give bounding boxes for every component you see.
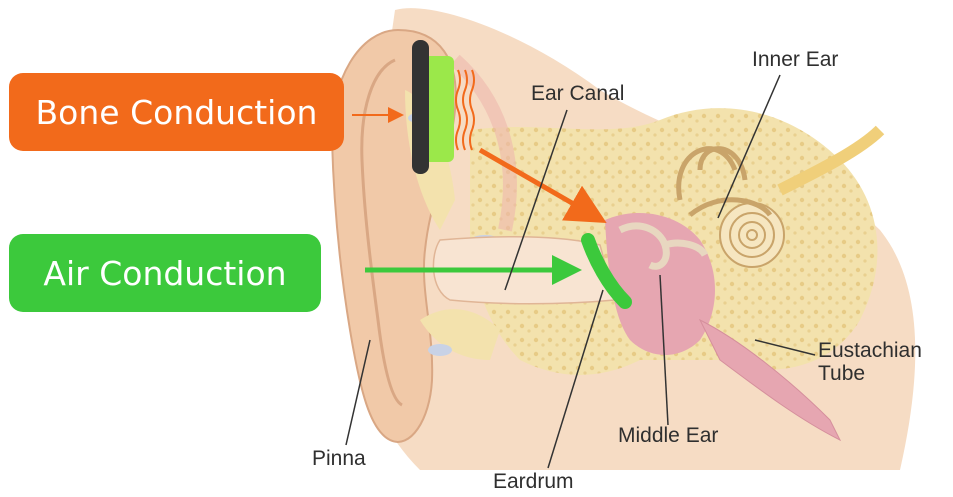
bone-conduction-callout: Bone Conduction [9,73,344,151]
pinna-label: Pinna [312,447,366,470]
eardrum-label: Eardrum [493,470,574,493]
eustachian-tube-label: Eustachian Tube [818,339,922,385]
cochlea [720,203,784,267]
vibration-device [412,40,429,174]
middle-ear-label: Middle Ear [618,424,718,447]
inner-ear-label: Inner Ear [752,48,838,71]
cartilage-blue-3 [428,344,452,356]
eustachian-line-1: Eustachian [818,339,922,362]
air-conduction-callout: Air Conduction [9,234,321,312]
bone-conduction-label: Bone Conduction [36,93,318,132]
eustachian-line-2: Tube [818,362,922,385]
ear-canal-label: Ear Canal [531,82,624,105]
air-conduction-label: Air Conduction [43,254,286,293]
